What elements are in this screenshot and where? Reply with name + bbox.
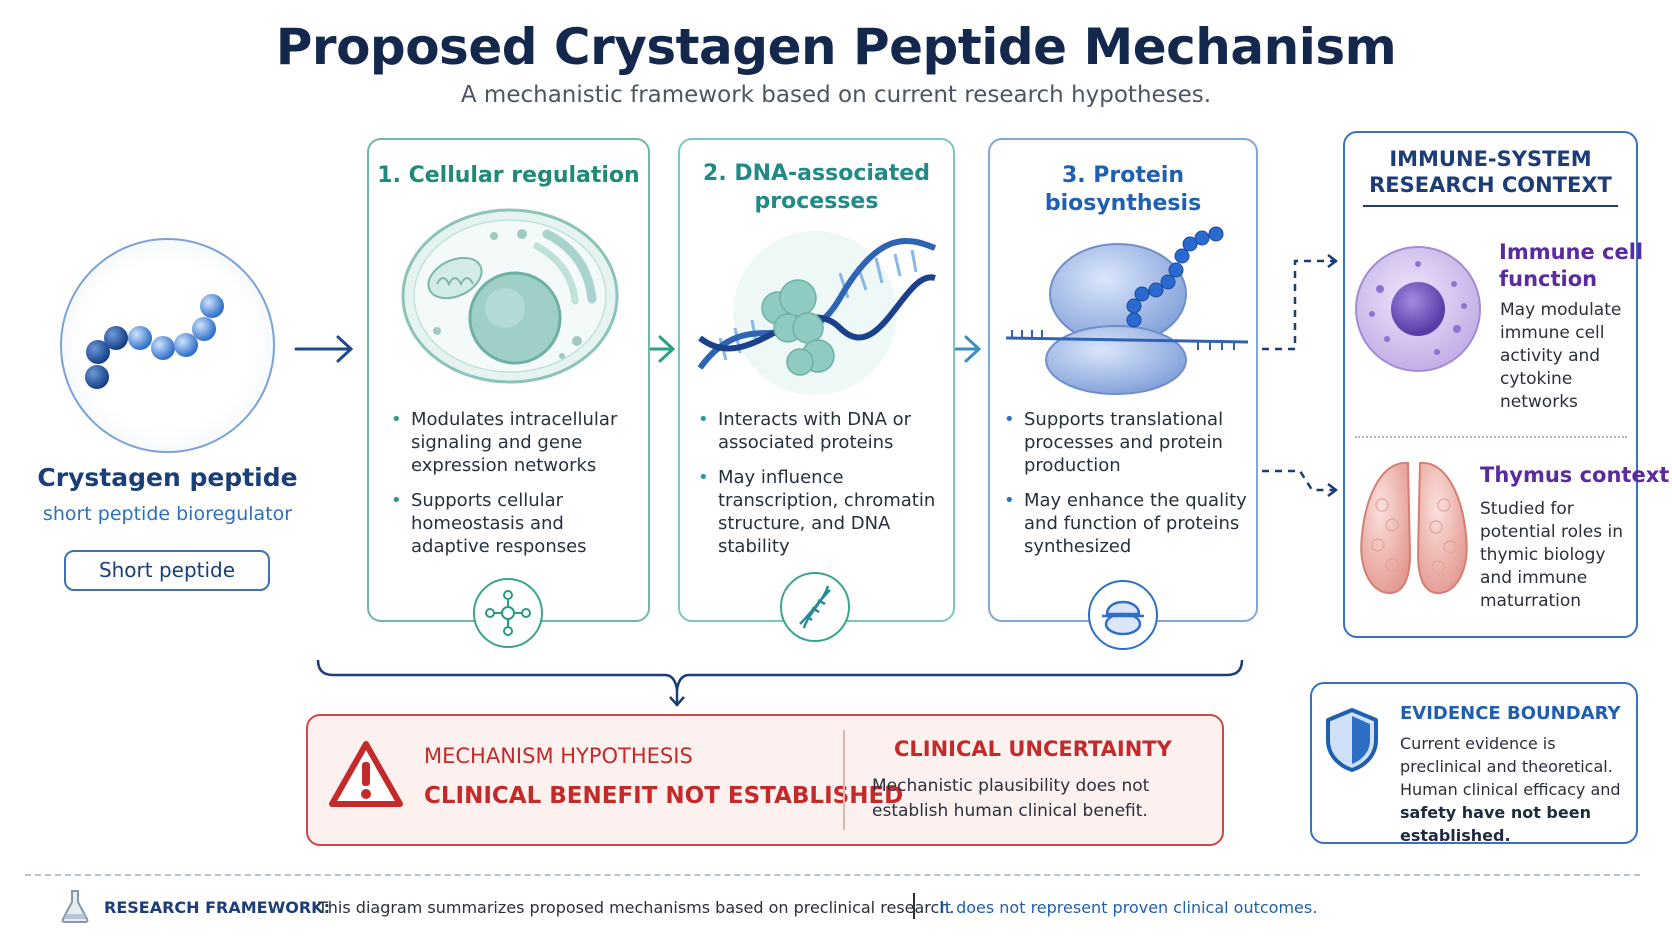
immune-title-line: RESEARCH CONTEXT <box>1369 173 1612 197</box>
divider <box>1355 436 1627 438</box>
footer-disclaimer: It does not represent proven clinical ou… <box>940 898 1318 917</box>
flask-icon <box>61 890 89 923</box>
bullet-item: Modulates intracellular signaling and ge… <box>387 408 637 477</box>
thymus-text: Studied for potential roles in thymic bi… <box>1480 499 1623 611</box>
step-card-protein-biosynthesis: 3. Protein biosynthesis Supports transla… <box>988 138 1258 650</box>
bullet-item: Supports cellular homeostasis and adapti… <box>387 489 637 558</box>
step-card-cellular-regulation: 1. Cellular regulation Modulates intrace… <box>367 138 650 648</box>
footer-separator <box>913 893 915 919</box>
short-peptide-tag: Short peptide <box>64 550 270 591</box>
page-subtitle: A mechanistic framework based on current… <box>460 82 1212 108</box>
cell-icon <box>401 208 619 384</box>
divider <box>1363 205 1618 207</box>
step-title: 3. Protein biosynthesis <box>990 162 1256 218</box>
step-bullets: Interacts with DNA or associated protein… <box>694 408 946 570</box>
heading-line: function <box>1499 267 1598 291</box>
bullet-item: May influence transcription, chromatin s… <box>694 466 946 558</box>
peptide-name: Crystagen peptide <box>37 463 298 492</box>
step-title-line: 1. Cellular regulation <box>377 163 640 188</box>
page-title: Proposed Crystagen Peptide Mechanism <box>275 18 1397 76</box>
immune-context-panel <box>1343 131 1638 638</box>
clinical-uncertainty-heading: CLINICAL UNCERTAINTY <box>894 737 1172 761</box>
bullet-item: May enhance the quality and function of … <box>1000 489 1252 558</box>
bullet-item: Supports translational processes and pro… <box>1000 408 1252 477</box>
bracket-connector <box>316 659 1244 707</box>
peptide-chain-icon <box>85 294 224 389</box>
evidence-text-bold: safety have not been established. <box>1400 803 1591 845</box>
step-title-line: processes <box>754 189 879 214</box>
immune-cell-text: May modulate immune cell activity and cy… <box>1500 300 1622 412</box>
clinical-uncertainty-text: Mechanistic plausibility does not establ… <box>872 776 1150 821</box>
heading-line: Immune cell <box>1499 240 1644 264</box>
immune-panel-title: IMMUNE-SYSTEM RESEARCH CONTEXT <box>1343 146 1638 198</box>
step-title: 1. Cellular regulation <box>369 162 648 190</box>
evidence-text-plain: Current evidence is preclinical and theo… <box>1400 734 1621 799</box>
network-icon <box>473 578 543 648</box>
step-title: 2. DNA-associated processes <box>680 160 953 216</box>
ribosome-illustration <box>1005 226 1249 395</box>
arrow-icon <box>294 335 354 363</box>
divider <box>843 730 845 830</box>
footer-text: This diagram summarizes proposed mechani… <box>318 898 955 917</box>
footer-label: RESEARCH FRAMEWORK: <box>104 898 330 917</box>
warning-triangle-icon <box>329 741 403 807</box>
clinical-benefit-label: CLINICAL BENEFIT NOT ESTABLISHED <box>424 783 904 809</box>
thymus-icon <box>1360 461 1468 595</box>
step-bullets: Supports translational processes and pro… <box>1000 408 1252 570</box>
peptide-subtitle: short peptide bioregulator <box>42 503 293 525</box>
step-card-dna-processes: 2. DNA-associated processes Interacts wi… <box>678 138 955 642</box>
footer-divider <box>25 874 1640 876</box>
dashed-arrow-icon <box>1262 259 1336 492</box>
thymus-heading: Thymus context <box>1480 463 1670 487</box>
shield-icon <box>1326 708 1378 772</box>
ribosome-icon <box>1088 580 1158 650</box>
immune-cell-heading: Immune cell function <box>1499 239 1643 293</box>
dna-helix-icon <box>697 231 937 395</box>
bullet-item: Interacts with DNA or associated protein… <box>694 408 946 454</box>
peptide-illustration <box>60 238 275 453</box>
immune-cell-icon <box>1355 246 1481 372</box>
evidence-boundary-text: Current evidence is preclinical and theo… <box>1400 732 1632 847</box>
dna-icon <box>780 572 850 642</box>
evidence-boundary-heading: EVIDENCE BOUNDARY <box>1400 703 1621 724</box>
step-bullets: Modulates intracellular signaling and ge… <box>387 408 637 570</box>
warning-box <box>306 714 1224 846</box>
immune-title-line: IMMUNE-SYSTEM <box>1389 147 1592 171</box>
step-title-line: 2. DNA-associated <box>703 161 930 186</box>
step-title-line: 3. Protein biosynthesis <box>1044 163 1202 216</box>
mechanism-hypothesis-label: MECHANISM HYPOTHESIS <box>424 744 693 768</box>
